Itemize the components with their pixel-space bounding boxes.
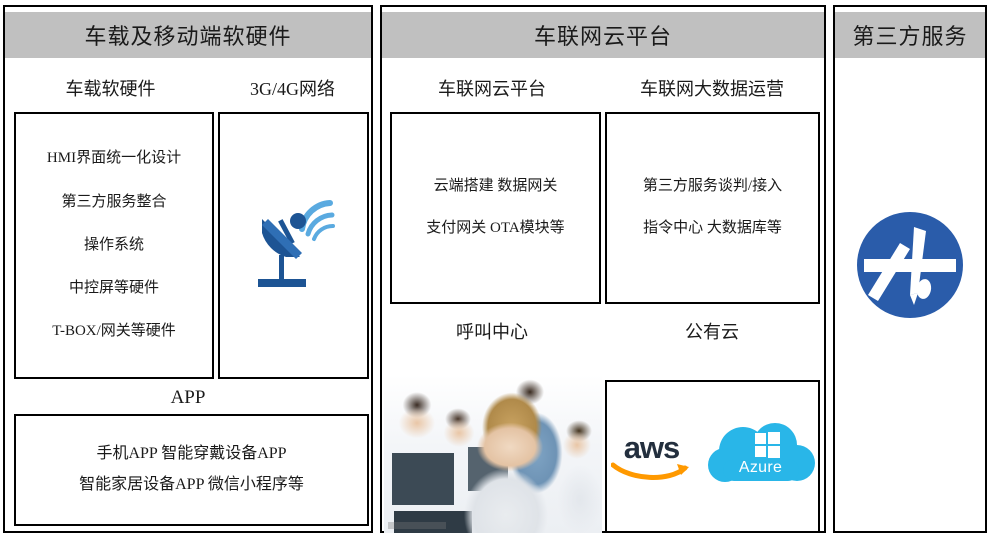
sub-label-app: APP (170, 387, 206, 408)
app-item: 智能家居设备APP 微信小程序等 (79, 476, 304, 494)
app-store-icon (854, 209, 966, 326)
app-store-icon-wrap (835, 202, 985, 332)
column-header-third-party: 第三方服务 (835, 12, 985, 58)
box-cloud-platform: 云端搭建 数据网关 支付网关 OTA模块等 (390, 112, 601, 304)
box-public-cloud: aws (605, 380, 820, 533)
aws-wordmark: aws (623, 429, 681, 465)
column-header-vehicle: 车载及移动端软硬件 (5, 12, 371, 58)
satellite-dish-icon (240, 189, 348, 302)
azure-logo: Azure (705, 419, 817, 495)
sub-label-network: 3G/4G网络 (250, 79, 335, 99)
column-vehicle-software-hardware: 车载及移动端软硬件 车载软硬件 3G/4G网络 HMI界面统一化设计 第三方服务… (3, 5, 373, 533)
sub-label-vehicle-sw-hw: 车载软硬件 (65, 79, 156, 99)
vehicle-sw-item: T-BOX/网关等硬件 (52, 322, 176, 339)
sub-label-public-cloud: 公有云 (685, 322, 739, 342)
big-data-item: 第三方服务谈判/接入 (642, 178, 783, 195)
vehicle-sw-item: 第三方服务整合 (61, 193, 167, 210)
box-network (218, 112, 369, 379)
box-vehicle-software-hardware: HMI界面统一化设计 第三方服务整合 操作系统 中控屏等硬件 T-BOX/网关等… (14, 112, 214, 379)
vehicle-sw-item: 中控屏等硬件 (68, 279, 159, 296)
sub-label-cloud-platform: 车联网云平台 (438, 79, 546, 99)
azure-wordmark: Azure (738, 458, 783, 476)
vehicle-sw-item: HMI界面统一化设计 (46, 150, 182, 167)
column-third-party-services: 第三方服务 (833, 5, 987, 533)
vehicle-sw-item: 操作系统 (83, 236, 144, 253)
photo-watermark (388, 522, 446, 529)
sub-label-call-center: 呼叫中心 (456, 322, 528, 342)
cloud-platform-item: 支付网关 OTA模块等 (426, 220, 565, 236)
column-iov-cloud-platform: 车联网云平台 车联网云平台 车联网大数据运营 云端搭建 数据网关 支付网关 OT… (380, 5, 826, 533)
big-data-item: 指令中心 大数据库等 (643, 220, 782, 236)
box-big-data: 第三方服务谈判/接入 指令中心 大数据库等 (605, 112, 820, 304)
app-item: 手机APP 智能穿戴设备APP (96, 445, 287, 463)
sub-label-big-data: 车联网大数据运营 (640, 79, 784, 99)
aws-logo: aws (609, 432, 695, 482)
box-app: 手机APP 智能穿戴设备APP 智能家居设备APP 微信小程序等 (14, 414, 369, 526)
cloud-platform-item: 云端搭建 数据网关 (433, 178, 558, 195)
column-header-cloud: 车联网云平台 (382, 12, 824, 58)
call-center-photo (384, 375, 602, 533)
